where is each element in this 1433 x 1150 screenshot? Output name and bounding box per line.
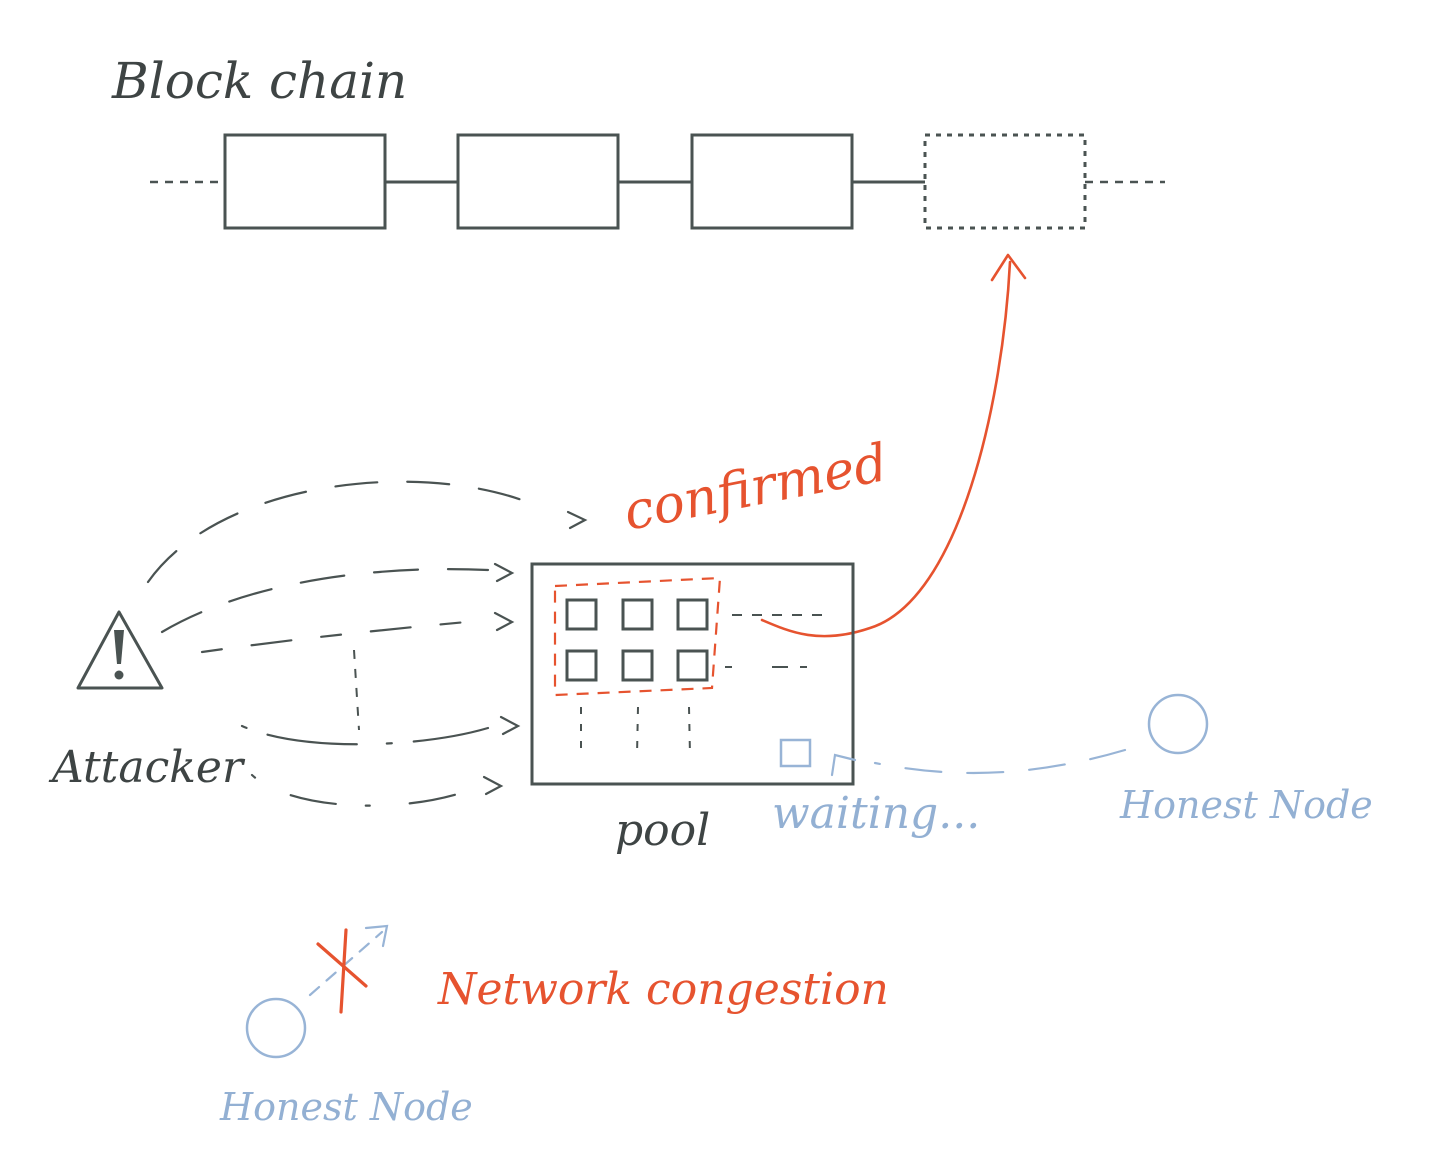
x-mark-icon [316,928,368,1014]
block-pending [923,133,1087,230]
network-congestion-label: Network congestion [437,964,889,1015]
spam-arrow-path [250,773,472,807]
spam-arrow-path [160,568,490,634]
spam-arrow-head [566,510,588,530]
confirmed-arrow-head [990,253,1027,282]
spam-connector [353,649,360,731]
transaction-pool [530,562,855,786]
block-3 [690,133,854,230]
pool-continuation [636,706,639,756]
honest-transaction-path [873,748,1127,775]
transaction-square [621,598,654,631]
transaction-square [565,598,598,631]
attacker-spam-arrows [146,480,588,807]
transaction-square [676,649,709,682]
spam-arrow-path [146,480,532,584]
confirmed-label: confirmed [619,433,892,543]
honest-node-bottom [245,997,307,1059]
spam-arrow-head [499,715,521,736]
warning-triangle-icon [76,610,164,690]
block-2 [456,133,620,230]
waiting-transaction-square [779,738,812,768]
attacker-label: Attacker [48,742,246,793]
blocked-transaction-arrow-head [364,924,389,948]
confirmed-arrow [760,253,1027,638]
waiting-label: waiting... [772,788,980,839]
honest-node-right-label: Honest Node [1119,783,1373,827]
blockchain [150,133,1165,230]
confirmed-arrow-path [760,260,1012,638]
confirmed-selection-box [553,576,722,697]
spam-arrow-head [493,562,515,583]
transaction-square [565,649,598,682]
pool-box [530,562,855,786]
block-1 [223,133,387,230]
transaction-square [621,649,654,682]
pool-label: pool [615,805,710,856]
blocked-transaction-path [308,930,384,997]
spam-arrow-path [240,724,490,746]
honest-node-bottom-label: Honest Node [219,1085,473,1129]
honest-node-right [1147,693,1209,755]
transaction-square [676,598,709,631]
pool-continuation [688,706,691,756]
spam-arrow-head [482,775,504,796]
honest-transaction-arrow-head [830,753,857,777]
spam-arrow-head [493,611,515,632]
spam-arrow-path [200,618,490,654]
block-chain-title: Block chain [111,52,407,110]
